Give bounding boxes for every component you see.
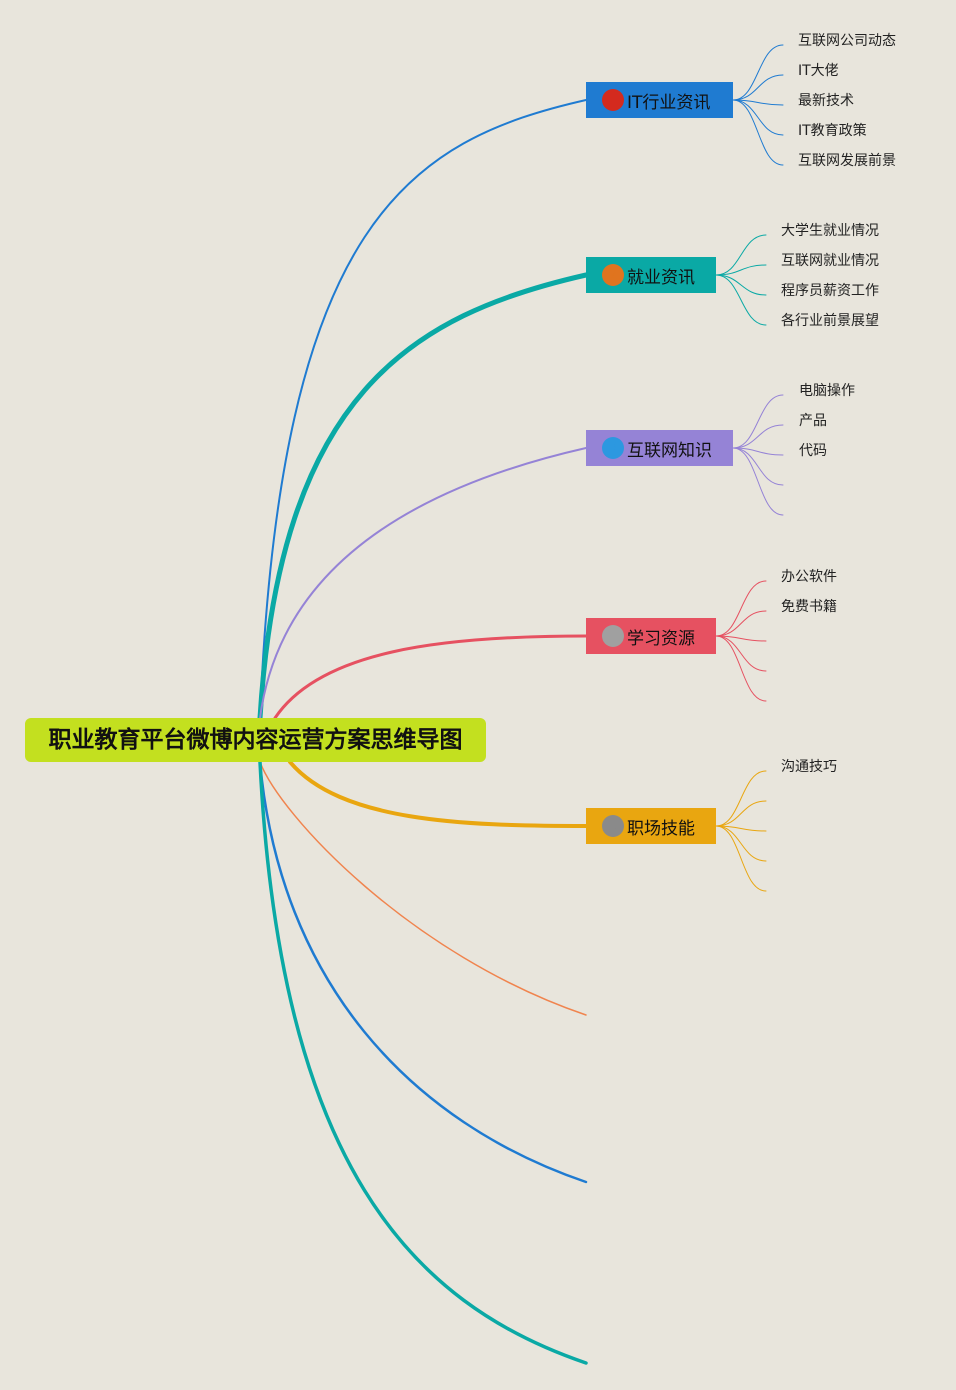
badge-number: 3 [602,437,624,459]
leaf-topic[interactable]: 代码 [799,443,827,459]
trailing-branch-connector [259,761,587,1016]
root-topic[interactable]: 职业教育平台微博内容运营方案思维导图 [25,718,486,762]
branch-learning-resources[interactable]: 4 学习资源 [586,618,716,654]
leaf-connector [732,447,784,516]
trailing-branch-connector [258,760,588,1365]
branch-connector [257,272,589,721]
leaf-connector [732,74,784,101]
badge-number: 2 [602,264,624,286]
leaf-connector [715,274,767,296]
leaf-connector [715,234,767,276]
branch-label: 互联网知识 [627,440,712,461]
branch-label: IT行业资讯 [627,92,711,113]
branch-connector [259,447,587,719]
leaf-topic[interactable]: 办公软件 [781,569,837,585]
badge-number: 1 [602,89,624,111]
leaf-topic[interactable]: 沟通技巧 [781,759,837,775]
leaf-connector [715,825,767,892]
leaf-topic[interactable]: 互联网发展前景 [798,153,896,169]
trailing-branch-connector [258,760,588,1184]
branch-internet-knowledge[interactable]: 3 互联网知识 [586,430,733,466]
branch-connector [273,634,588,720]
leaf-connector [732,99,784,166]
leaf-topic[interactable]: 互联网就业情况 [781,253,879,269]
branch-it-industry-news[interactable]: 1 IT行业资讯 [586,82,733,118]
leaf-connector [715,264,767,276]
leaf-connector [715,580,767,637]
branch-label: 就业资讯 [627,267,695,288]
leaf-topic[interactable]: 程序员薪资工作 [781,283,879,299]
leaf-topic[interactable]: IT教育政策 [798,123,867,139]
leaf-topic[interactable]: 最新技术 [798,93,854,109]
leaf-topic[interactable]: 产品 [799,413,827,429]
leaf-topic[interactable]: 互联网公司动态 [798,33,896,49]
branch-label: 学习资源 [627,628,695,649]
leaf-topic[interactable]: 电脑操作 [799,383,855,399]
leaf-connector [732,424,784,449]
leaf-topic[interactable]: IT大佬 [798,63,839,79]
branch-connector [259,99,587,719]
badge-number: 5 [602,815,624,837]
leaf-connector [715,825,767,862]
leaf-connector [732,394,784,449]
leaf-connector [732,447,784,486]
branch-connector [288,760,588,828]
leaf-connector [715,770,767,827]
branch-employment-news[interactable]: 2 就业资讯 [586,257,716,293]
branch-label: 职场技能 [627,818,695,839]
leaf-topic[interactable]: 各行业前景展望 [781,313,879,329]
leaf-connector [732,44,784,101]
leaf-connector [715,610,767,637]
leaf-connector [715,274,767,326]
leaf-topic[interactable]: 免费书籍 [781,599,837,615]
leaf-topic[interactable]: 大学生就业情况 [781,223,879,239]
leaf-connector [715,635,767,702]
badge-number: 4 [602,625,624,647]
leaf-connector [715,800,767,827]
leaf-connector [732,99,784,136]
leaf-connector [715,635,767,672]
branch-workplace-skills[interactable]: 5 职场技能 [586,808,716,844]
